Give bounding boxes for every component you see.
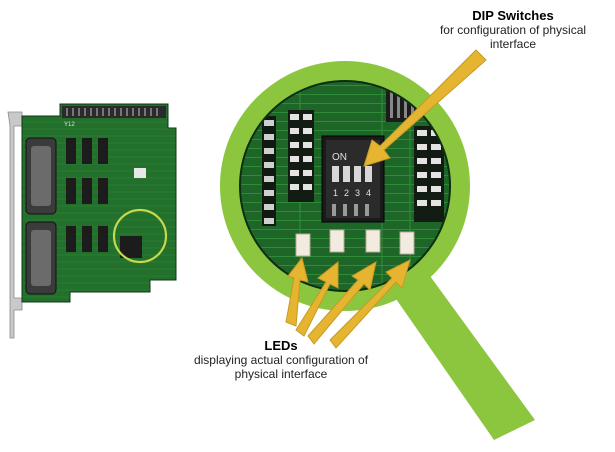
led-2: [329, 229, 345, 253]
dip-on-marking: ON: [332, 152, 347, 163]
board-code: Y12: [64, 122, 75, 128]
white-ic: [134, 168, 146, 178]
leds-description: displaying actual configuration of physi…: [193, 353, 369, 381]
resistor-column-left: [262, 116, 276, 226]
led-arrow-4: [329, 259, 411, 349]
leds-title: LEDs: [264, 338, 298, 353]
led-arrow-3: [307, 260, 377, 345]
led-arrow-1: [285, 256, 309, 327]
dip-arrow: [363, 49, 487, 167]
led-row: [295, 229, 415, 257]
dip-switch-toggles: [332, 166, 372, 182]
led-1: [295, 233, 311, 257]
resistor-array-left: [288, 110, 314, 202]
led-4: [399, 231, 415, 255]
ic-rows: [66, 138, 142, 258]
magnifier: ON 1 2 3 4: [220, 49, 535, 440]
led-3: [365, 229, 381, 253]
dip-switches-label: DIP Switches for configuration of physic…: [418, 8, 608, 51]
dip-switches-title: DIP Switches: [472, 8, 554, 23]
dip-switches-description: for configuration of physical interface: [439, 23, 587, 51]
dip-number-2: 2: [344, 188, 349, 198]
pcb-card: Y12: [7, 103, 177, 339]
mounting-bracket: [7, 111, 23, 339]
led-arrow-2: [295, 260, 339, 337]
connector-pins: [66, 108, 158, 116]
dip-number-3: 3: [355, 188, 360, 198]
resistor-array-right: [414, 126, 444, 222]
dip-area-highlight: [112, 208, 168, 264]
dip-number-1: 1: [333, 188, 338, 198]
magnifier-handle: [394, 276, 535, 440]
dip-number-4: 4: [366, 188, 371, 198]
led-arrows: [285, 256, 411, 349]
leds-label: LEDs displaying actual configuration of …: [186, 338, 376, 381]
